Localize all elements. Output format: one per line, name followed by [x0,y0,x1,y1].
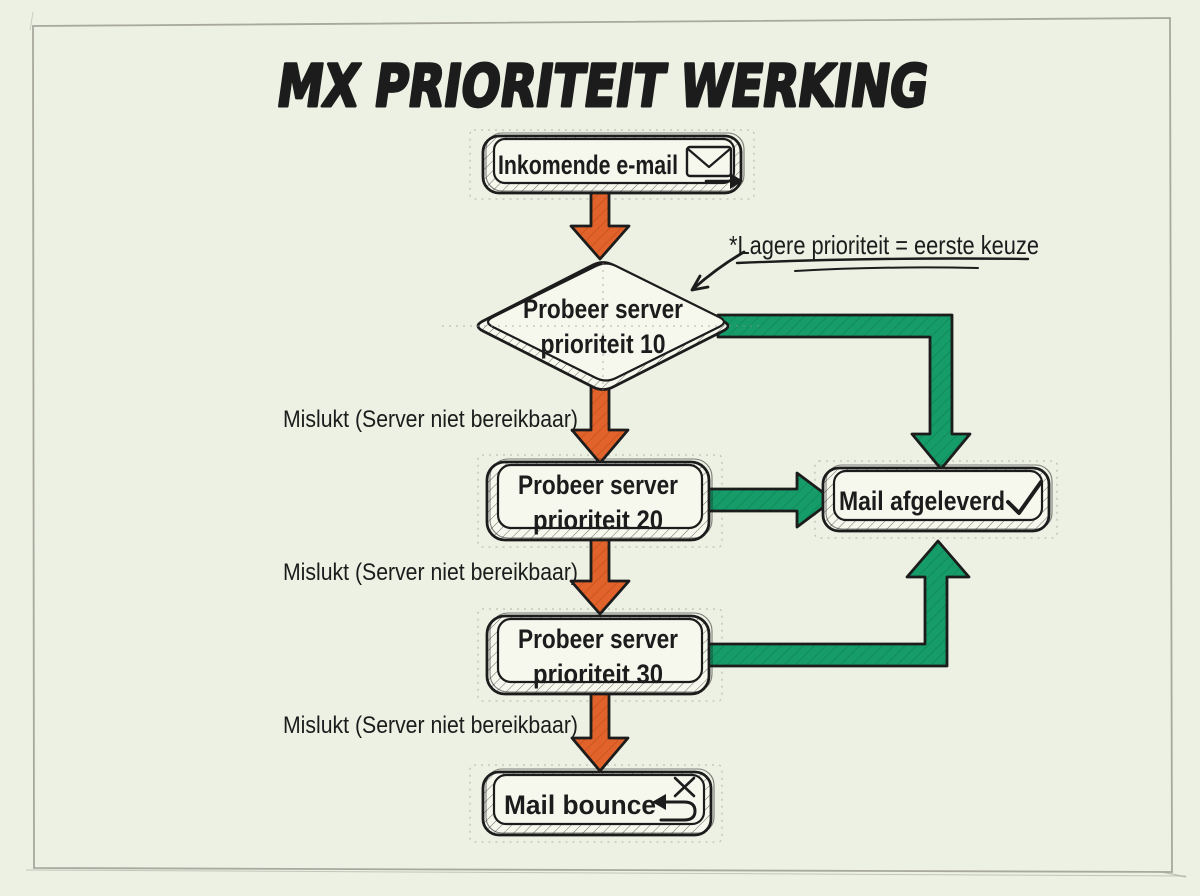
fail-label-2: Mislukt (Server niet bereikbaar) [283,559,578,586]
node-priority-10: Probeer server prioriteit 10 [442,261,764,391]
edge-p30-to-delivered [700,539,971,668]
mail-delivered-label: Mail afgeleverd [839,486,1005,516]
fail-label-1: Mislukt (Server niet bereikbaar) [283,406,578,433]
edge-incoming-to-p10 [569,189,631,261]
svg-text:MX PRIORITEIT WERKING: MX PRIORITEIT WERKING [273,52,933,120]
note-text: *Lagere prioriteit = eerste keuze [729,230,1039,260]
paper-frame [25,11,1187,878]
checkmark-icon [1006,480,1043,515]
priority-20-line2: prioriteit 20 [533,505,663,535]
edge-p30-to-bounce [570,691,630,773]
priority-20-line1: Probeer server [518,470,678,500]
priority-10-line2: prioriteit 10 [541,329,666,359]
priority-note: *Lagere prioriteit = eerste keuze [690,230,1039,292]
edge-p20-to-p30 [569,536,631,616]
priority-30-line2: prioriteit 30 [533,659,663,689]
edge-p10-to-delivered [716,313,972,471]
envelope-forward-icon [685,145,743,189]
page-title: MX PRIORITEIT WERKING [272,51,935,122]
edge-p10-to-p20 [570,384,630,465]
note-pointer-arrow [690,250,746,292]
bounce-return-icon [652,776,697,822]
node-mail-bounce: Mail bounce [481,768,715,837]
note-underline-1 [735,257,1030,265]
mail-bounce-label: Mail bounce [504,790,656,820]
incoming-email-label: Inkomende e-mail [498,150,678,180]
node-incoming-email: Inkomende e-mail [481,132,745,195]
edge-p20-to-delivered [700,471,835,529]
node-mail-delivered: Mail afgeleverd [821,464,1053,533]
note-underline-2 [794,266,979,272]
priority-10-line1: Probeer server [523,294,683,324]
fail-label-3: Mislukt (Server niet bereikbaar) [283,712,578,739]
node-priority-30: Probeer server prioriteit 30 [485,612,713,696]
priority-30-line1: Probeer server [518,624,678,654]
edge-labels: Mislukt (Server niet bereikbaar) Mislukt… [283,406,578,739]
node-priority-20: Probeer server prioriteit 20 [485,458,713,542]
